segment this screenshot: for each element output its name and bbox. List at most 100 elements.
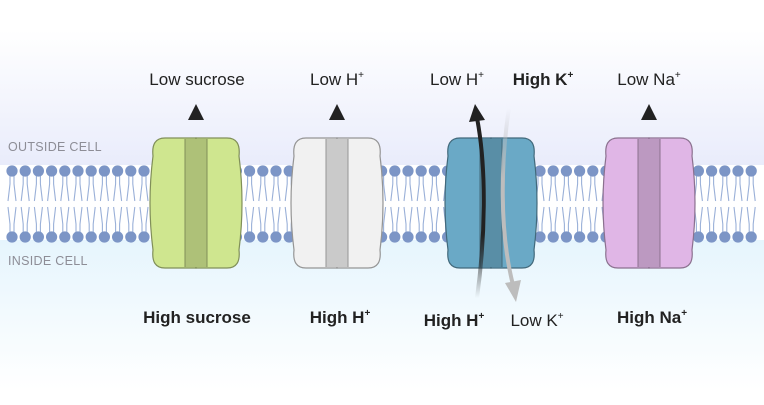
lipid-tail xyxy=(145,206,149,232)
lipid-tail xyxy=(20,176,24,202)
lipid-head xyxy=(587,165,599,177)
lipid-tail xyxy=(429,206,433,232)
lipid-tail xyxy=(383,206,387,232)
k-arrow-shaft xyxy=(500,107,515,286)
lipid-tail xyxy=(119,176,123,202)
lipid-head xyxy=(415,165,427,177)
lipid-tail xyxy=(271,176,275,202)
label-low-na: Low Na+ xyxy=(617,70,681,89)
lipid-tail xyxy=(390,176,394,202)
lipid-head xyxy=(19,165,31,177)
lipid-tail xyxy=(139,206,143,232)
lipid-tail xyxy=(594,206,598,232)
lipid-tail xyxy=(92,176,96,202)
protein-channel xyxy=(480,139,502,267)
lipid-tail xyxy=(390,206,394,232)
transport-proteins xyxy=(149,137,696,269)
lipid-tail xyxy=(403,176,407,202)
lipid-head xyxy=(6,231,18,243)
lipid-tail xyxy=(73,176,77,202)
lipid-tail xyxy=(588,176,592,202)
lipid-tail xyxy=(435,206,439,232)
lipid-head xyxy=(587,231,599,243)
inside-cell-label: INSIDE CELL xyxy=(8,254,88,268)
lipid-head xyxy=(402,165,414,177)
lipid-head xyxy=(85,165,97,177)
lipid-tail xyxy=(132,206,136,232)
lipid-head xyxy=(389,231,401,243)
lipid-head xyxy=(547,165,559,177)
lipid-tail xyxy=(396,176,400,202)
lipid-head xyxy=(719,165,731,177)
lipid-tail xyxy=(7,206,11,232)
lipid-tail xyxy=(105,206,109,232)
sodium-channel xyxy=(602,137,696,269)
lipid-tail xyxy=(554,206,558,232)
lipid-tail xyxy=(39,176,43,202)
lipid-head xyxy=(732,165,744,177)
lipid-tail xyxy=(47,206,51,232)
lipid-tail xyxy=(39,206,43,232)
lipid-tail xyxy=(409,176,413,202)
k-arrow-head xyxy=(505,280,521,302)
lipid-tail xyxy=(33,206,37,232)
lipid-tail xyxy=(739,206,743,232)
lipid-tail xyxy=(245,176,249,202)
lipid-tail xyxy=(726,176,730,202)
lipid-head xyxy=(72,231,84,243)
lipid-tail xyxy=(33,176,37,202)
lipid-tail xyxy=(726,206,730,232)
lipid-head xyxy=(534,231,546,243)
lipid-tail xyxy=(554,176,558,202)
lipid-tail xyxy=(416,206,420,232)
lipid-head xyxy=(125,165,137,177)
lipid-head xyxy=(32,165,45,177)
lipid-head xyxy=(270,231,282,243)
lipid-tail xyxy=(145,176,149,202)
lipid-head xyxy=(59,165,71,177)
lipid-head xyxy=(244,231,256,243)
lipid-tail xyxy=(26,176,30,202)
lipid-tail xyxy=(416,176,420,202)
label-high-h-1: High H+ xyxy=(309,308,371,327)
lipid-head xyxy=(732,231,744,243)
label-low-k: Low K+ xyxy=(510,311,564,330)
lipid-tail xyxy=(713,176,717,202)
lipid-tail xyxy=(26,206,30,232)
lipid-head xyxy=(719,231,731,243)
outside-cell-label: OUTSIDE CELL xyxy=(8,140,102,154)
lipid-tail xyxy=(746,176,750,202)
lipid-tail xyxy=(733,176,737,202)
lipid-tail xyxy=(139,176,143,202)
lipid-tail xyxy=(92,206,96,232)
lipid-tail xyxy=(567,176,571,202)
lipid-head xyxy=(46,165,58,177)
lipid-head xyxy=(389,165,401,177)
lipid-tail xyxy=(60,176,64,202)
lipid-head xyxy=(32,231,45,243)
label-high-na: High Na+ xyxy=(616,308,688,327)
lipid-tail xyxy=(720,176,724,202)
lipid-head xyxy=(59,231,71,243)
h-arrow-2-shaft xyxy=(475,117,486,299)
lipid-head xyxy=(402,231,414,243)
lipid-tail xyxy=(119,206,123,232)
lipid-tail xyxy=(126,206,130,232)
lipid-tail xyxy=(132,176,136,202)
lipid-head xyxy=(46,231,58,243)
lipid-tail xyxy=(383,176,387,202)
lipid-head xyxy=(6,165,18,177)
lipid-tail xyxy=(277,206,281,232)
lipid-head xyxy=(415,231,427,243)
lipid-tail xyxy=(113,206,117,232)
lipid-tail xyxy=(403,206,407,232)
lipid-tail xyxy=(561,176,565,202)
label-low-h-1: Low H+ xyxy=(309,70,365,89)
lipid-tail xyxy=(752,206,756,232)
lipid-tail xyxy=(575,206,579,232)
lipid-tail xyxy=(245,206,249,232)
lipid-tail xyxy=(733,206,737,232)
lipid-tail xyxy=(113,176,117,202)
lipid-tail xyxy=(396,206,400,232)
lipid-tail xyxy=(284,206,288,232)
